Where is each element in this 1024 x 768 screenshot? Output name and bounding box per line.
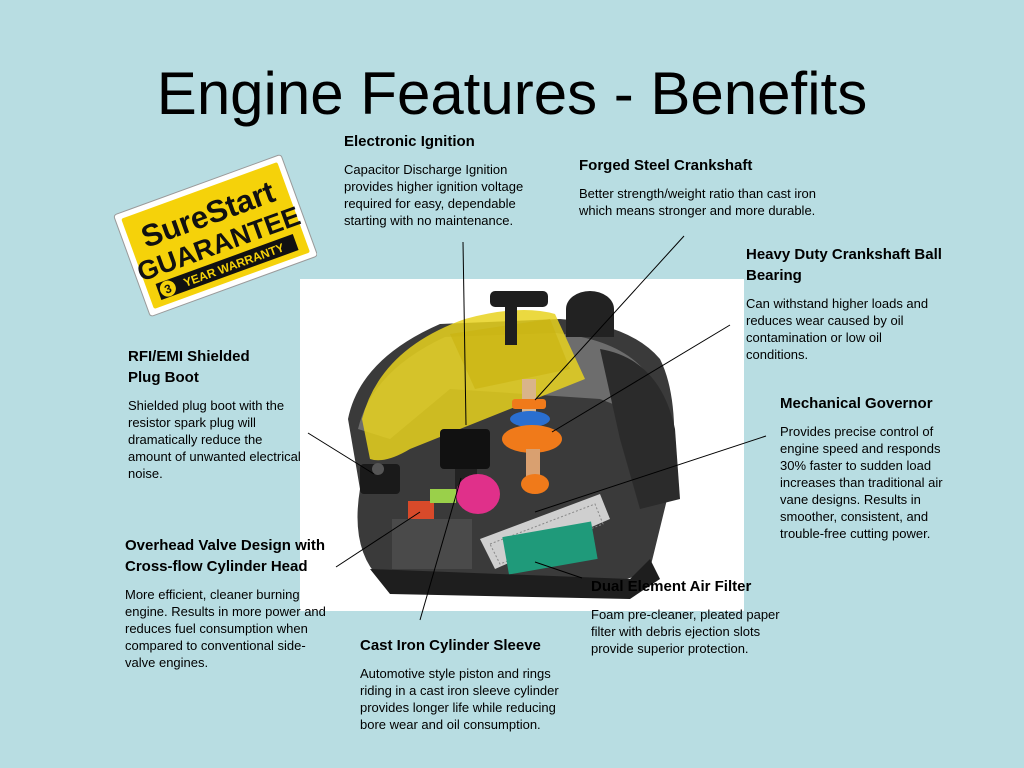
callout-plug-boot: RFI/EMI Shielded Plug Boot Shielded plug…: [128, 346, 306, 482]
callout-heading: RFI/EMI Shielded Plug Boot: [128, 348, 250, 386]
callout-air-filter: Dual Element Air Filter Foam pre-cleaner…: [591, 576, 789, 657]
callout-body: Better strength/weight ratio than cast i…: [579, 186, 817, 218]
callout-forged-crankshaft: Forged Steel Crankshaft Better strength/…: [579, 155, 819, 219]
callout-overhead-valve: Overhead Valve Design with Cross-flow Cy…: [125, 535, 330, 671]
callout-electronic-ignition: Electronic Ignition Capacitor Discharge …: [344, 131, 549, 229]
callout-body: Shielded plug boot with the resistor spa…: [128, 398, 301, 481]
badge-years: 3: [163, 281, 174, 297]
callout-body: More efficient, cleaner burning engine. …: [125, 587, 326, 670]
slide-title: Engine Features - Benefits: [156, 60, 868, 127]
callout-heading: Mechanical Governor: [780, 395, 933, 412]
callout-heading: Overhead Valve Design with Cross-flow Cy…: [125, 537, 326, 575]
callout-body: Foam pre-cleaner, pleated paper filter w…: [591, 607, 780, 656]
callout-body: Can withstand higher loads and reduces w…: [746, 296, 929, 362]
callout-heading: Heavy Duty Crankshaft Ball Bearing: [746, 246, 942, 284]
callout-body: Capacitor Discharge Ignition provides hi…: [344, 162, 524, 228]
callout-governor: Mechanical Governor Provides precise con…: [780, 393, 965, 542]
callout-heading: Electronic Ignition: [344, 133, 475, 150]
callout-cylinder-sleeve: Cast Iron Cylinder Sleeve Automotive sty…: [360, 635, 582, 733]
callout-ball-bearing: Heavy Duty Crankshaft Ball Bearing Can w…: [746, 244, 946, 363]
callout-heading: Forged Steel Crankshaft: [579, 157, 753, 174]
callout-body: Provides precise control of engine speed…: [780, 424, 943, 541]
callout-heading: Dual Element Air Filter: [591, 578, 752, 595]
surestart-guarantee-badge: SureStart GUARANTEE 3 YEAR WARRANTY: [112, 142, 318, 327]
callout-heading: Cast Iron Cylinder Sleeve: [360, 637, 541, 654]
callout-body: Automotive style piston and rings riding…: [360, 666, 559, 732]
engine-cutaway-image: [300, 279, 744, 611]
